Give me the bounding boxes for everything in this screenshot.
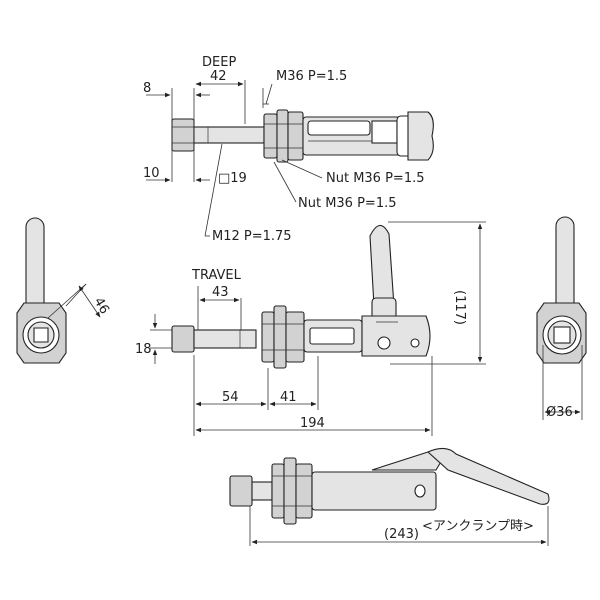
deep-label: DEEP [202,55,236,70]
dim-41-label: 41 [280,390,297,405]
thread-m36-label: M36 P=1.5 [276,69,347,84]
side-46-label: 46 [91,295,112,317]
deep-dim-label: 42 [210,69,227,84]
height-117-label: (117) [452,290,467,325]
top-view [171,109,434,163]
travel-dim-label: 43 [212,285,229,300]
top-dim-8-label: 8 [143,81,151,96]
front-view-dimensions [150,221,486,436]
unclamped-view [229,447,550,546]
top-view-dimensions [146,80,323,237]
dia-36-label: Ø36 [546,405,573,420]
unclamp-243-label: (243) [384,527,419,542]
unclamp-note-label: <アンクランプ時> [422,519,534,534]
front-view [171,224,431,369]
travel-label: TRAVEL [191,268,242,283]
height-18-label: 18 [135,342,152,357]
nut-m36-label-a: Nut M36 P=1.5 [326,171,425,186]
left-side-view [16,217,101,364]
dim-194-label: 194 [300,416,325,431]
thread-m12-label: M12 P=1.75 [212,229,292,244]
dim-54-label: 54 [222,390,239,405]
nut-m36-label-b: Nut M36 P=1.5 [298,196,397,211]
top-dim-10-label: 10 [143,166,160,181]
dimension-labels: DEEP 42 8 10 □19 M36 P=1.5 Nut M36 P=1.5… [91,55,573,542]
square-19-label: □19 [218,171,247,186]
right-side-view [536,216,587,420]
